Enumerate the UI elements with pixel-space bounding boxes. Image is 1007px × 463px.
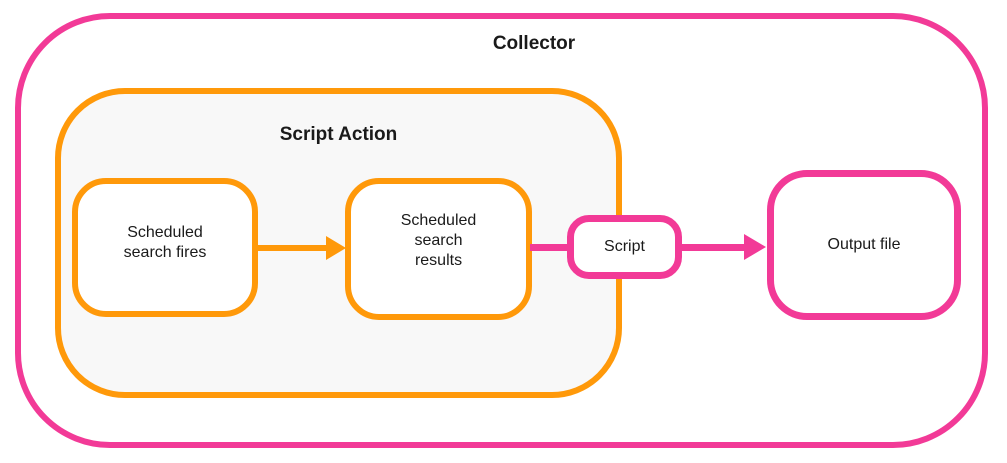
node-scheduled-search-results-label: Scheduled search results — [400, 212, 477, 269]
arrow-fires-to-results — [258, 245, 328, 251]
node-output-file-label: Output file — [827, 236, 901, 253]
connector-results-to-script — [530, 244, 570, 251]
arrowhead-right-icon — [744, 234, 766, 260]
arrow-script-to-output — [680, 244, 746, 251]
node-scheduled-search-fires-label: Scheduled search fires — [123, 223, 207, 261]
node-script: Script — [567, 215, 682, 279]
collector-label: Collector — [492, 33, 576, 54]
node-output-file: Output file — [767, 170, 961, 320]
node-scheduled-search-results: Scheduled search results — [345, 178, 532, 320]
script-action-label: Script Action — [279, 124, 398, 145]
node-scheduled-search-fires: Scheduled search fires — [72, 178, 258, 317]
arrowhead-right-icon — [326, 236, 346, 260]
node-script-label: Script — [604, 238, 645, 255]
